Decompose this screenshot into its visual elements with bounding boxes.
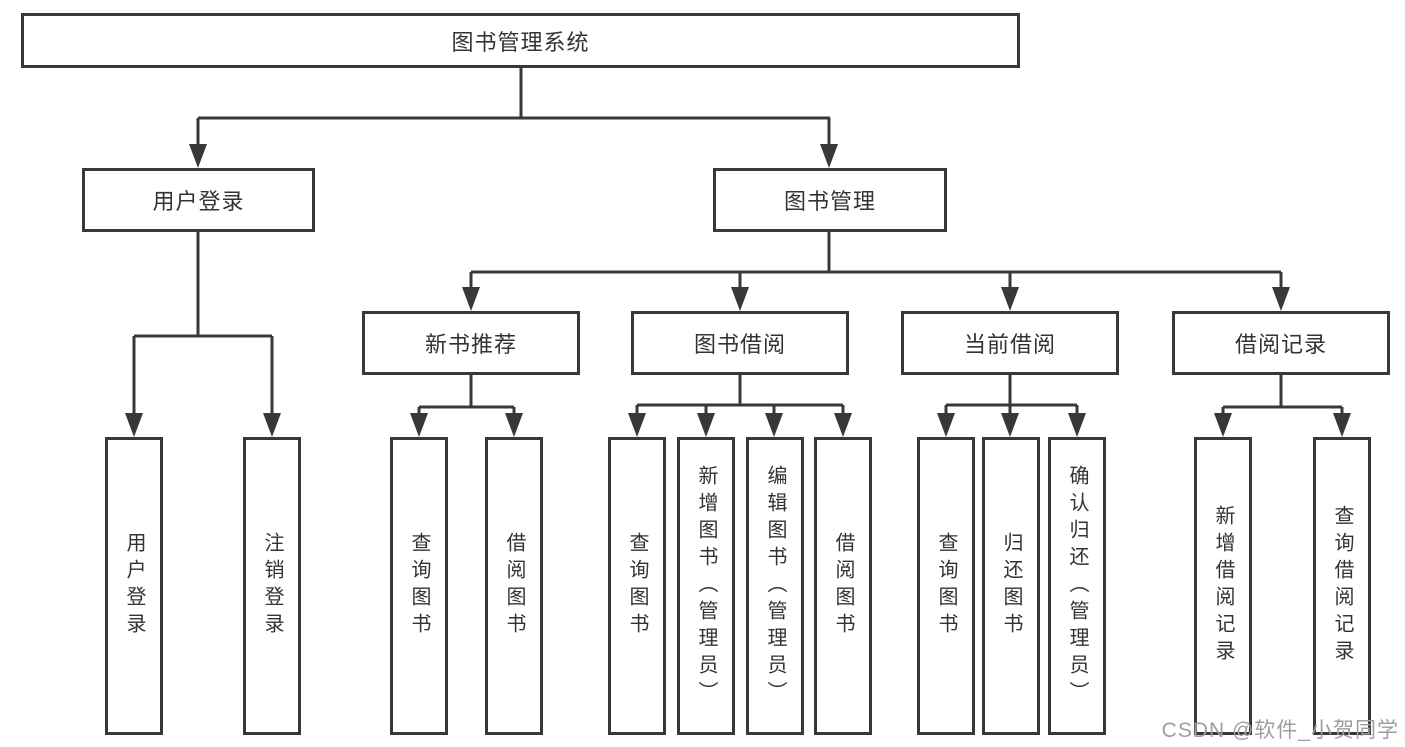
node-book-borrow: 图书借阅 <box>631 311 849 375</box>
leaf-recommend-borrow-books: 借阅图书 <box>485 437 543 735</box>
node-current-borrow-label: 当前借阅 <box>963 332 1056 357</box>
leaf-logout: 注销登录 <box>243 437 301 735</box>
node-book-management: 图书管理 <box>713 168 947 232</box>
edges-book-management <box>462 232 1290 311</box>
leaf-current-return-books-label: 归还图书 <box>1000 532 1022 640</box>
leaf-recommend-borrow-books-label: 借阅图书 <box>503 532 525 640</box>
edges-new-book-recommend <box>410 375 523 437</box>
node-book-management-label: 图书管理 <box>783 189 876 214</box>
leaf-current-confirm-return-admin-label: 确认归还（管理员） <box>1066 464 1088 708</box>
node-borrow-record-label: 借阅记录 <box>1234 332 1327 357</box>
node-user-login-label: 用户登录 <box>152 189 245 214</box>
leaf-borrow-borrow-books: 借阅图书 <box>814 437 872 735</box>
leaf-borrow-borrow-books-label: 借阅图书 <box>832 532 854 640</box>
leaf-borrow-query-books: 查询图书 <box>608 437 666 735</box>
leaf-borrow-edit-books-admin: 编辑图书（管理员） <box>746 437 804 735</box>
leaf-record-query-borrow-record: 查询借阅记录 <box>1313 437 1371 735</box>
node-current-borrow: 当前借阅 <box>901 311 1119 375</box>
leaf-record-add-borrow-record: 新增借阅记录 <box>1194 437 1252 735</box>
leaf-borrow-edit-books-admin-label: 编辑图书（管理员） <box>764 464 786 708</box>
leaf-current-confirm-return-admin: 确认归还（管理员） <box>1048 437 1106 735</box>
leaf-record-query-borrow-record-label: 查询借阅记录 <box>1331 505 1353 667</box>
edges-root <box>189 68 838 168</box>
node-new-book-recommend: 新书推荐 <box>362 311 580 375</box>
leaf-user-login: 用户登录 <box>105 437 163 735</box>
edges-borrow-record <box>1214 375 1351 437</box>
leaf-current-return-books: 归还图书 <box>982 437 1040 735</box>
edges-book-borrow <box>628 375 852 437</box>
leaf-borrow-add-books-admin-label: 新增图书（管理员） <box>695 464 717 708</box>
node-borrow-record: 借阅记录 <box>1172 311 1390 375</box>
node-new-book-recommend-label: 新书推荐 <box>424 332 517 357</box>
node-user-login: 用户登录 <box>82 168 315 232</box>
leaf-borrow-query-books-label: 查询图书 <box>626 532 648 640</box>
node-book-borrow-label: 图书借阅 <box>693 332 786 357</box>
edges-user-login <box>125 232 281 437</box>
leaf-recommend-query-books: 查询图书 <box>390 437 448 735</box>
node-library-system-label: 图书管理系统 <box>451 29 590 55</box>
leaf-logout-label: 注销登录 <box>261 532 283 640</box>
leaf-current-query-books-label: 查询图书 <box>935 532 957 640</box>
leaf-record-add-borrow-record-label: 新增借阅记录 <box>1212 505 1234 667</box>
leaf-current-query-books: 查询图书 <box>917 437 975 735</box>
node-library-system: 图书管理系统 <box>21 13 1020 68</box>
edges-current-borrow <box>937 375 1086 437</box>
leaf-user-login-label: 用户登录 <box>123 532 145 640</box>
leaf-recommend-query-books-label: 查询图书 <box>408 532 430 640</box>
leaf-borrow-add-books-admin: 新增图书（管理员） <box>677 437 735 735</box>
